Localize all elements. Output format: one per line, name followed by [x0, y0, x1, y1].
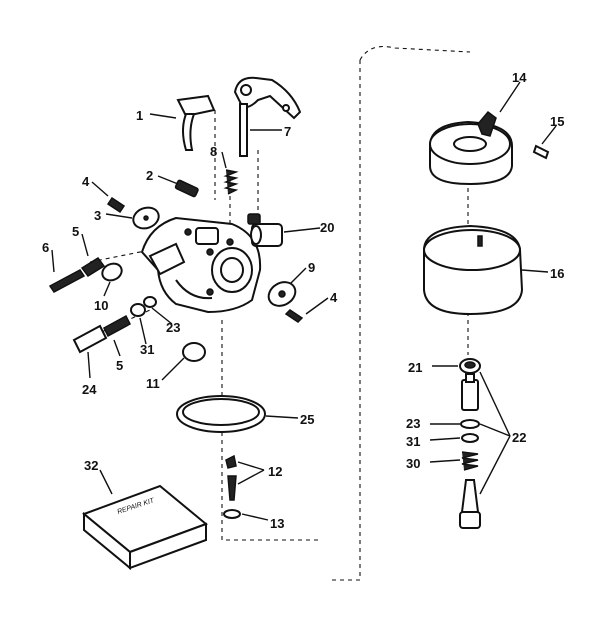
callout-4-left: 4 — [82, 174, 90, 189]
part-throttle-shutter — [176, 94, 216, 151]
callout-21: 21 — [408, 360, 422, 375]
callout-5-upper: 5 — [72, 224, 79, 239]
part-seal-21 — [459, 358, 481, 374]
callout-11: 11 — [146, 376, 160, 391]
callout-13: 13 — [270, 516, 284, 531]
callout-32: 32 — [84, 458, 98, 473]
part-nozzle-22 — [459, 373, 481, 529]
part-screw-4-right — [284, 309, 304, 323]
part-carburetor-body — [140, 216, 262, 314]
part-washers-left — [130, 296, 157, 317]
callout-10: 10 — [94, 298, 108, 313]
part-plug-11 — [182, 342, 206, 362]
part-bowl-gasket-25 — [176, 395, 266, 433]
callout-22: 22 — [512, 430, 526, 445]
leader-lines — [51, 81, 557, 521]
callout-7: 7 — [284, 124, 291, 139]
part-pin-15 — [532, 144, 550, 160]
part-screw-24 — [72, 314, 131, 354]
callout-15: 15 — [550, 114, 564, 129]
callout-23-right: 23 — [406, 416, 420, 431]
part-screw-6 — [48, 269, 86, 293]
callout-3: 3 — [94, 208, 101, 223]
callout-2: 2 — [146, 168, 153, 183]
part-float-14 — [429, 110, 513, 186]
part-fitting-20 — [247, 213, 283, 247]
part-gasket-9 — [267, 281, 297, 307]
part-throttle-lever — [233, 76, 302, 157]
assembly-guide-lines — [89, 45, 471, 581]
callout-25: 25 — [300, 412, 314, 427]
callout-31-right: 31 — [406, 434, 420, 449]
part-disc-3 — [132, 206, 160, 230]
part-oring-10 — [101, 262, 123, 282]
callout-5-lower: 5 — [116, 358, 123, 373]
part-spring-8 — [223, 169, 239, 195]
callout-31-left: 31 — [140, 342, 154, 357]
part-pin-12 — [225, 454, 237, 501]
callout-9: 9 — [308, 260, 315, 275]
callout-12: 12 — [268, 464, 282, 479]
callout-1: 1 — [136, 108, 143, 123]
callout-16: 16 — [550, 266, 564, 281]
callout-30: 30 — [406, 456, 420, 471]
callout-23-left: 23 — [166, 320, 180, 335]
callout-24: 24 — [82, 382, 97, 397]
callout-20: 20 — [320, 220, 334, 235]
callout-4-right: 4 — [330, 290, 338, 305]
part-repair-kit-32: REPAIR KIT — [82, 484, 208, 571]
part-screw-4-left — [106, 196, 126, 214]
callout-labels: 1 2 3 4 4 5 5 6 7 8 9 10 11 12 13 14 15 … — [42, 70, 564, 531]
callout-8: 8 — [210, 144, 217, 159]
part-float-bowl-16 — [423, 224, 524, 316]
callout-14: 14 — [512, 70, 527, 85]
callout-6: 6 — [42, 240, 49, 255]
part-screw-2 — [174, 179, 199, 198]
part-clip-13 — [223, 509, 241, 519]
part-spring-5-upper — [80, 256, 106, 278]
